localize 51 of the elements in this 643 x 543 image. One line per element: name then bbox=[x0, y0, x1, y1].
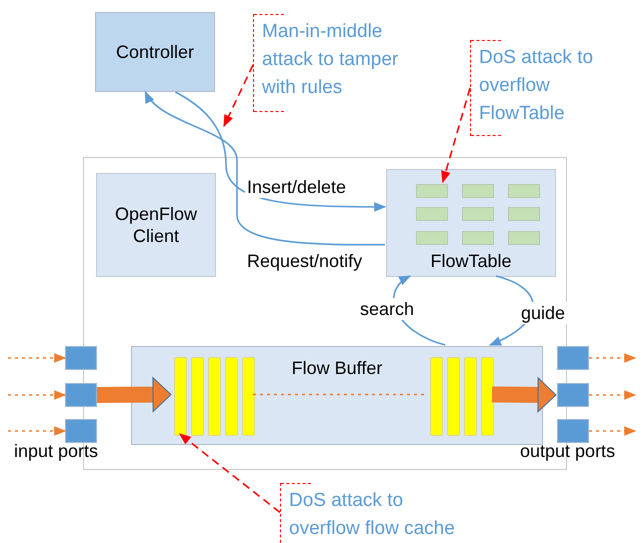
controller-box bbox=[95, 12, 215, 92]
flow-buffer-box bbox=[131, 346, 543, 445]
traffic-arrow bbox=[8, 353, 66, 363]
flow-entry-cell bbox=[416, 231, 448, 245]
flow-entry-cell bbox=[508, 184, 540, 198]
output-port bbox=[557, 383, 589, 407]
flow-table-box bbox=[386, 169, 556, 277]
arrow bbox=[144, 90, 385, 246]
callout-text: Man-in-middle attack to tamper with rules bbox=[262, 20, 400, 100]
input-port bbox=[65, 419, 97, 443]
traffic-arrow bbox=[589, 353, 636, 363]
flow-arrow bbox=[96, 377, 172, 412]
leader-line bbox=[223, 64, 254, 128]
flow-entry-cell bbox=[416, 184, 448, 198]
client-box bbox=[96, 173, 216, 277]
flow-entry-cell bbox=[416, 207, 448, 221]
node-label: OpenFlow Client bbox=[114, 203, 198, 247]
flow-entry-cell bbox=[462, 207, 494, 221]
buffer-slot bbox=[481, 357, 494, 436]
node-label: Controller bbox=[114, 41, 196, 63]
flow-arrow bbox=[492, 377, 556, 412]
node-label: Flow Buffer bbox=[290, 357, 384, 379]
buffer-slot bbox=[191, 357, 204, 436]
input-port bbox=[65, 346, 97, 370]
buffer-slot bbox=[208, 357, 221, 436]
flow-entry-cell bbox=[508, 231, 540, 245]
input-port bbox=[65, 383, 97, 407]
buffer-slot bbox=[447, 357, 460, 436]
buffer-slot bbox=[464, 357, 477, 436]
arrow bbox=[175, 91, 386, 212]
port-group-label: input ports bbox=[14, 440, 98, 462]
traffic-arrow bbox=[8, 390, 66, 400]
buffer-slot bbox=[242, 357, 255, 436]
traffic-arrow bbox=[8, 426, 66, 436]
edge-label: guide bbox=[519, 302, 568, 324]
flow-entry-cell bbox=[508, 207, 540, 221]
buffer-slot bbox=[174, 357, 187, 436]
buffer-slot bbox=[225, 357, 238, 436]
buffer-slot bbox=[430, 357, 443, 436]
leader-line bbox=[441, 88, 471, 184]
flow-entry-cell bbox=[462, 231, 494, 245]
output-port bbox=[557, 419, 589, 443]
callout-text: DoS attack to overflow flow cache bbox=[289, 489, 456, 541]
output-port bbox=[557, 346, 589, 370]
flow-entry-cell bbox=[462, 184, 494, 198]
traffic-arrow bbox=[589, 426, 636, 436]
traffic-arrow bbox=[589, 390, 636, 400]
callout-text: DoS attack to overflow FlowTable bbox=[479, 46, 594, 126]
leader-line bbox=[178, 433, 280, 514]
node-label: FlowTable bbox=[429, 250, 513, 272]
port-group-label: output ports bbox=[520, 440, 616, 462]
